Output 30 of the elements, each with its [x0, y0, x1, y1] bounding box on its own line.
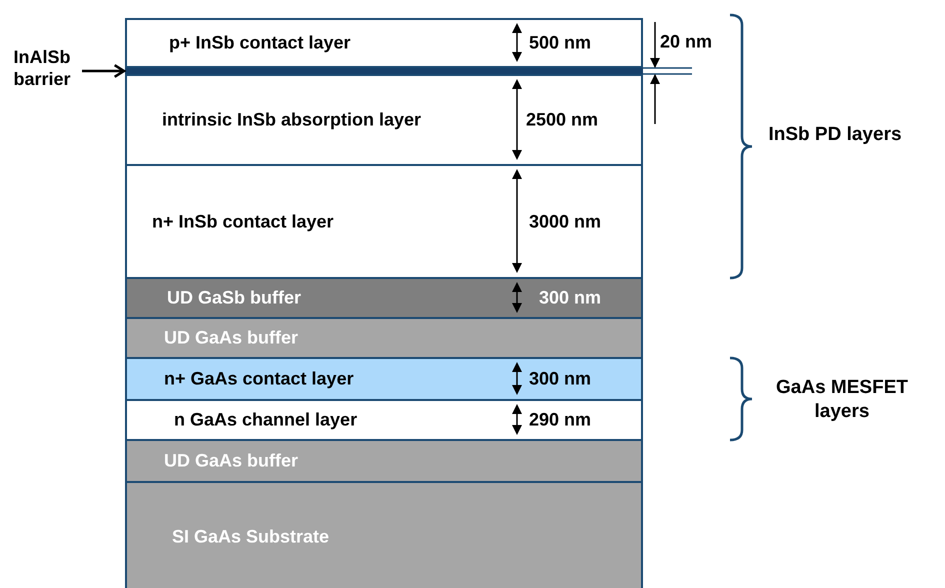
- thickness-label: 20 nm: [660, 32, 712, 52]
- group-label: GaAs MESFET layers: [775, 376, 909, 424]
- thickness-label: 300 nm: [539, 288, 602, 308]
- thickness-label: 500 nm: [529, 32, 592, 54]
- layer-band: [125, 439, 643, 483]
- layer-name: intrinsic InSb absorption layer: [162, 110, 422, 130]
- layer-band: [125, 277, 643, 319]
- layer-name: UD GaAs buffer: [164, 450, 298, 472]
- layer-name: n GaAs channel layer: [174, 410, 358, 430]
- barrier-label: InAlSb barrier: [4, 46, 80, 90]
- layer-band: [125, 357, 643, 401]
- layer-band: [125, 164, 643, 279]
- layer-band: [125, 18, 643, 68]
- layer-name: SI GaAs Substrate: [172, 526, 330, 547]
- barrier-layer-bar: [125, 68, 643, 74]
- layer-band: [125, 317, 643, 359]
- thickness-label: 3000 nm: [529, 211, 602, 232]
- thickness-label: 290 nm: [529, 410, 592, 430]
- layer-band: [125, 481, 643, 588]
- layer-name: n+ InSb contact layer: [152, 211, 334, 232]
- layer-band: [125, 74, 643, 166]
- group-label: InSb PD layers: [767, 123, 903, 147]
- layer-name: UD GaSb buffer: [167, 288, 302, 308]
- layer-name: p+ InSb contact layer: [169, 32, 351, 54]
- thickness-label: 2500 nm: [526, 110, 598, 130]
- layer-band: [125, 399, 643, 441]
- arrow: [82, 64, 126, 78]
- thickness-label: 300 nm: [529, 368, 592, 390]
- layer-name: UD GaAs buffer: [164, 328, 298, 348]
- layer-name: n+ GaAs contact layer: [164, 368, 354, 390]
